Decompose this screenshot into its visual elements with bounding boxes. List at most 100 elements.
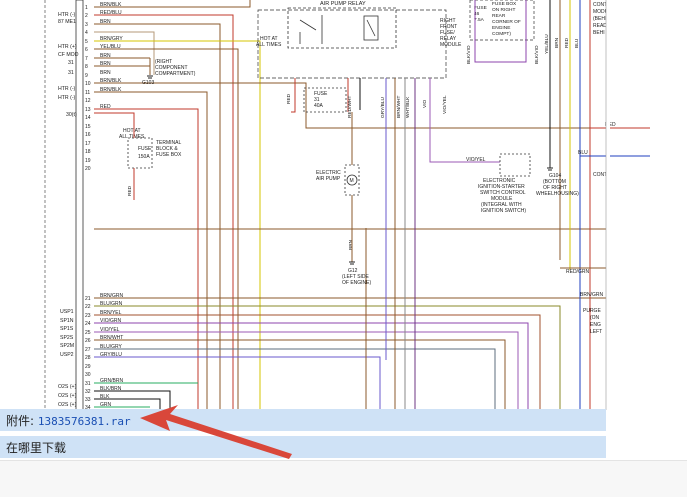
pin-number: 26 — [85, 338, 91, 344]
pin-number: 24 — [85, 321, 91, 327]
pin-number: 15 — [85, 124, 91, 130]
svg-text:FUSE: FUSE — [314, 91, 328, 97]
wire-label: BRN/WHT — [100, 335, 123, 341]
svg-text:(RIGHT: (RIGHT — [155, 59, 172, 65]
pin-number: 4 — [85, 30, 88, 36]
wire-blk — [94, 398, 161, 410]
left-label-sp1n: SP1N — [60, 318, 74, 324]
vwire-label: BLU — [574, 38, 580, 48]
vwire-label: VIO/YEL — [442, 95, 448, 114]
pin-number: 1 — [85, 5, 88, 11]
wire-vio-yel-relay — [429, 78, 500, 163]
attachment-link[interactable]: 1383576381.rar — [37, 415, 131, 428]
pin-number: 7 — [85, 56, 88, 62]
pin-number: 20 — [85, 166, 91, 172]
pin-number: 5 — [85, 39, 88, 45]
svg-text:FUSE BOX: FUSE BOX — [156, 152, 182, 158]
wire-label: BRN — [100, 70, 111, 76]
wire-vio-yel — [94, 331, 519, 410]
svg-text:CORNER OF: CORNER OF — [492, 19, 521, 25]
left-label-htr-neg: HTR (-) — [58, 12, 76, 18]
pin-number: 25 — [85, 330, 91, 336]
wire-gry-blu — [94, 356, 381, 410]
vwire-label: BRN — [554, 37, 560, 48]
pin-number: 22 — [85, 304, 91, 310]
vwire-label: GRY/BLU — [380, 96, 386, 118]
connector-block — [75, 0, 84, 410]
hot-at-all-times: HOT AT — [260, 36, 278, 42]
left-label-o2s-3: O2S (+) — [58, 402, 77, 408]
pin-number: 3 — [85, 22, 88, 28]
wire-label: BRN — [100, 19, 111, 25]
svg-text:RED: RED — [127, 185, 133, 196]
ignition-module: VIO/YEL ELECTRONIC IGNITION-STARTER SWIT… — [466, 153, 531, 214]
svg-text:HOT AT: HOT AT — [123, 128, 141, 134]
pin-number: 16 — [85, 132, 91, 138]
svg-text:7.5A: 7.5A — [474, 17, 485, 23]
pin-number: 18 — [85, 149, 91, 155]
pin-number: 14 — [85, 115, 91, 121]
svg-text:FUSE: FUSE — [138, 146, 152, 152]
pin-number: 33 — [85, 397, 91, 403]
pin-number: 19 — [85, 158, 91, 164]
vwire-label: WHT/BLK — [405, 96, 411, 118]
svg-text:40A: 40A — [314, 103, 324, 109]
right-edge-text: MODU — [593, 9, 609, 15]
svg-text:150A: 150A — [138, 154, 150, 160]
svg-text:ELECTRONIC: ELECTRONIC — [483, 178, 516, 184]
wire-label: BRN/GRY — [100, 36, 123, 42]
right-edge-text: PURGE — [583, 308, 601, 314]
svg-text:COMPT): COMPT) — [492, 31, 511, 37]
right-label-blu: BLU — [578, 150, 588, 156]
vwire-label: YEL/BLU — [544, 34, 550, 54]
red-arrow-annotation — [140, 405, 292, 459]
wire-label: BRN — [100, 61, 111, 67]
right-edge-text: BEHI — [593, 30, 605, 36]
pin-number: 9 — [85, 73, 88, 79]
wire-red-blu — [94, 14, 234, 410]
svg-text:REAR: REAR — [492, 13, 506, 19]
wire-brn-2 — [94, 48, 239, 410]
page-edge — [606, 0, 610, 410]
svg-text:BLOCK &: BLOCK & — [156, 146, 178, 152]
right-edge-text: LEFT — [590, 329, 602, 335]
motor-symbol: M — [350, 178, 354, 184]
wire-red-fuse31 — [291, 78, 296, 113]
left-label-sp2m: SP2M — [60, 343, 74, 349]
left-label-31a: 31 — [68, 60, 74, 66]
svg-text:OF ENGINE): OF ENGINE) — [342, 280, 372, 286]
pin-number: 31 — [85, 381, 91, 387]
right-edge-text: CONT — [593, 172, 607, 178]
left-label-htr-pos: HTR (+) — [58, 44, 77, 50]
separator — [0, 460, 687, 461]
right-edge-text: READ — [593, 23, 607, 29]
ground-g103: (RIGHT COMPONENT COMPARTMENT) G103 — [142, 59, 196, 86]
fuse-31: FUSE 31 40A — [303, 87, 347, 113]
wire-blu-grn — [94, 305, 561, 410]
left-label-30t: 30(t) — [66, 112, 77, 118]
right-edge-text: CONT — [593, 2, 607, 8]
attachment-label: 附件: — [6, 414, 35, 428]
wire-label: BRN/BLK — [100, 2, 122, 8]
electric-air-pump: M ELECTRIC AIR PUMP — [316, 112, 360, 262]
wire-label: GRN — [100, 402, 112, 408]
svg-text:TERMINAL: TERMINAL — [156, 140, 182, 146]
relay-module-label: MODULE — [440, 42, 462, 48]
ground-g12: G12 (LEFT SIDE OF ENGINE) — [342, 261, 372, 286]
svg-text:FUSE BOX: FUSE BOX — [492, 1, 517, 7]
fuse-box-right-rear: FUSE 46 7.5A FUSE BOX ON RIGHT REAR CORN… — [469, 0, 535, 41]
vwire-label: BLK/VIO — [534, 45, 540, 64]
wiring-diagram: HTR (-) 87 ME1 HTR (+) CF MOD 31 31 HTR … — [44, 0, 650, 410]
wire-yel-blu — [94, 40, 261, 410]
terminal-block: HOT AT ALL TIMES FUSE 150A TERMINAL BLOC… — [119, 128, 182, 200]
wire-label: YEL/BLU — [100, 44, 121, 50]
wire-label: BLU/GRN — [100, 301, 123, 307]
wire-brn — [94, 23, 221, 410]
pin-number: 23 — [85, 313, 91, 319]
hot-at-all-times: ALL TIMES — [256, 42, 282, 48]
pin-number: 17 — [85, 141, 91, 147]
svg-text:COMPARTMENT): COMPARTMENT) — [155, 71, 196, 77]
ground-g104: G104 (BOTTOM OF RIGHT WHEELHOUSING) — [536, 160, 579, 197]
right-label-red: RED — [605, 122, 616, 128]
pin-number: 29 — [85, 364, 91, 370]
